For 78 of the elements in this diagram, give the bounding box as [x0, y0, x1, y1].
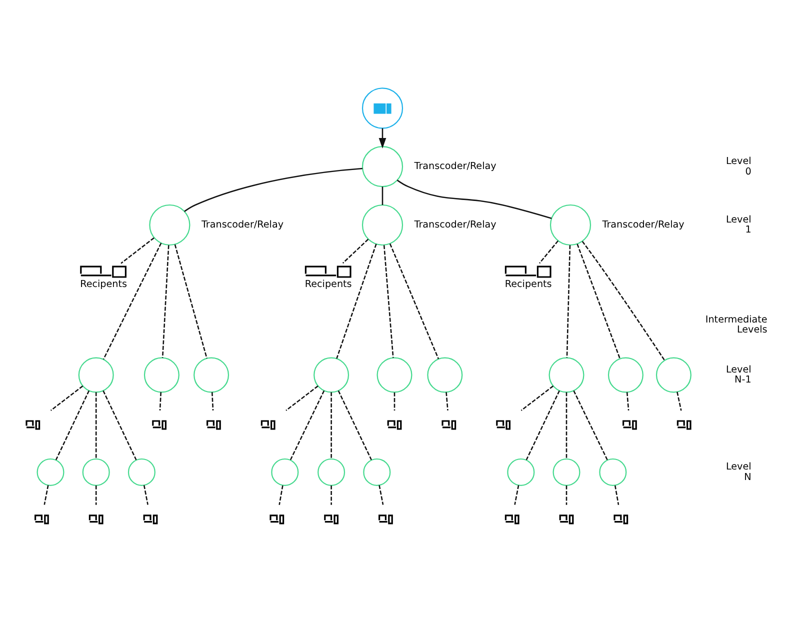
connector — [162, 245, 170, 358]
node-circle — [149, 204, 190, 246]
connector — [286, 386, 318, 411]
connector — [50, 386, 84, 411]
node-circle — [608, 357, 644, 393]
node-circle — [82, 458, 110, 486]
node-label: Transcoder/Relay — [201, 219, 284, 230]
node-circle — [363, 458, 391, 486]
connector — [102, 242, 162, 360]
node-circle — [362, 88, 404, 129]
node-circle — [36, 458, 64, 486]
connector — [396, 180, 552, 220]
node-circle — [314, 357, 350, 393]
node-label: Transcoder/Relay — [414, 161, 496, 172]
connector — [389, 243, 440, 360]
connector — [566, 485, 568, 505]
label: Level N-1 — [726, 364, 752, 386]
connector — [383, 245, 394, 358]
node-circle — [362, 204, 404, 246]
label: Level 0 — [726, 156, 752, 178]
node-circle — [362, 146, 404, 188]
label: Level 1 — [726, 214, 752, 236]
node-circle — [507, 458, 535, 486]
connector — [330, 392, 332, 459]
node-circle — [376, 357, 412, 393]
connector — [342, 238, 369, 264]
connector — [55, 390, 90, 460]
node-circle — [78, 357, 114, 393]
label: Intermediate Levels — [705, 314, 768, 336]
connector — [514, 485, 520, 505]
node-label: Transcoder/Relay — [602, 219, 684, 230]
connector — [184, 168, 363, 212]
connector — [44, 485, 49, 505]
connector — [614, 485, 620, 505]
node-circle — [550, 204, 592, 246]
connector — [382, 186, 384, 205]
connector — [290, 390, 325, 460]
node-circle — [271, 458, 299, 486]
connector — [626, 392, 630, 410]
connector — [120, 237, 154, 264]
node-label: Recipents — [504, 279, 552, 290]
connector — [336, 244, 377, 359]
connector — [278, 485, 284, 505]
connector — [446, 392, 448, 410]
connector — [338, 390, 372, 460]
connector — [159, 392, 162, 410]
connector — [378, 485, 384, 505]
node-circle — [144, 357, 180, 393]
connector — [211, 392, 214, 410]
node-circle — [128, 458, 156, 486]
connector — [143, 485, 148, 505]
node-circle — [599, 458, 627, 486]
node-circle — [656, 357, 692, 393]
node-circle — [548, 357, 584, 393]
node-label: Recipents — [80, 279, 128, 290]
node-circle — [318, 458, 346, 486]
label: Level N — [726, 461, 752, 483]
connector — [566, 245, 571, 358]
connector — [174, 244, 208, 358]
node-label: Recipents — [304, 279, 352, 290]
arrow — [378, 128, 386, 149]
node-circle — [194, 357, 230, 393]
connector — [394, 392, 396, 411]
connector — [573, 390, 608, 460]
connector — [95, 485, 97, 505]
node-circle — [552, 458, 580, 486]
connector — [330, 485, 332, 505]
connector — [582, 241, 665, 360]
connector — [676, 392, 682, 411]
connector — [566, 392, 568, 459]
connector — [95, 392, 97, 459]
connector — [539, 240, 558, 264]
connector — [576, 244, 621, 359]
node-circle — [427, 357, 463, 393]
connector — [520, 386, 554, 411]
connector — [102, 390, 137, 460]
node-label: Transcoder/Relay — [414, 219, 496, 230]
connector — [526, 390, 560, 460]
